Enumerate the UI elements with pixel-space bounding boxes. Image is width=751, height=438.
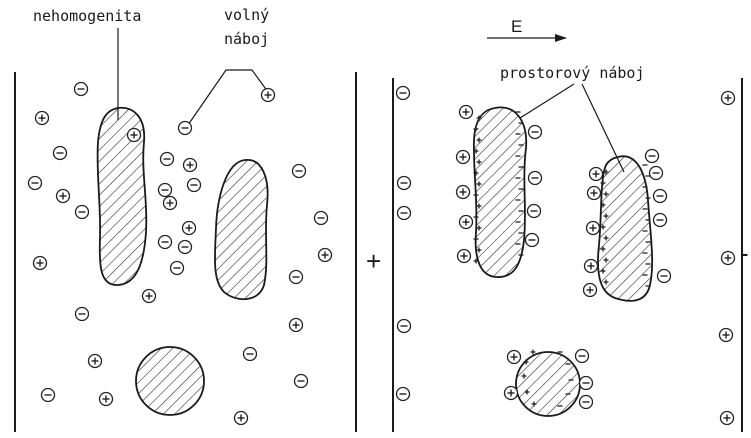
cathode-minus-sign: -	[740, 238, 749, 268]
negative-charge-icon	[76, 308, 89, 321]
positive-charge-icon	[508, 351, 521, 364]
positive-charge-icon	[235, 412, 248, 425]
positive-charge-icon	[720, 329, 733, 342]
free-charge-label-line1: volný	[224, 6, 269, 24]
negative-charge-icon	[528, 205, 541, 218]
inhomogeneity-blob-2	[215, 160, 268, 299]
negative-charge-icon	[576, 350, 589, 363]
negative-charge-icon	[650, 167, 663, 180]
positive-charge-icon	[585, 260, 598, 273]
negative-charge-icon	[29, 177, 42, 190]
positive-charge-icon	[460, 106, 473, 119]
positive-charge-icon	[457, 151, 470, 164]
negative-charge-icon	[398, 320, 411, 333]
negative-charge-icon	[397, 87, 410, 100]
positive-charge-icon	[36, 112, 49, 125]
positive-charge-icon	[184, 159, 197, 172]
negative-charge-icon	[159, 236, 172, 249]
field-label: E	[511, 17, 522, 36]
positive-charge-icon	[57, 190, 70, 203]
negative-charge-icon	[76, 206, 89, 219]
negative-charge-icon	[188, 179, 201, 192]
negative-charge-icon	[42, 389, 55, 402]
negative-charge-icon	[293, 165, 306, 178]
positive-charge-icon	[100, 393, 113, 406]
anode-plus-sign: +	[366, 246, 381, 276]
negative-charge-icon	[179, 122, 192, 135]
positive-charge-icon	[457, 186, 470, 199]
positive-charge-icon	[588, 187, 601, 200]
positive-charge-icon	[458, 250, 471, 263]
negative-charge-icon	[580, 396, 593, 409]
positive-charge-icon	[34, 257, 47, 270]
negative-charge-icon	[526, 234, 539, 247]
positive-charge-icon	[319, 249, 332, 262]
positive-charge-icon	[584, 284, 597, 297]
positive-charge-icon	[143, 290, 156, 303]
negative-charge-icon	[580, 377, 593, 390]
positive-charge-icon	[183, 222, 196, 235]
polarized-blob-1	[474, 107, 526, 277]
polarized-blob-2	[598, 156, 652, 301]
space-charge-leader-2	[582, 84, 624, 172]
inhomogeneity-label: nehomogenita	[33, 7, 141, 25]
negative-charge-icon	[315, 212, 328, 225]
positive-charge-icon	[262, 89, 275, 102]
positive-charge-icon	[290, 319, 303, 332]
negative-charge-icon	[171, 262, 184, 275]
negative-charge-icon	[646, 150, 659, 163]
positive-charge-icon	[128, 129, 141, 142]
negative-charge-icon	[658, 270, 671, 283]
negative-charge-icon	[54, 147, 67, 160]
positive-charge-icon	[722, 92, 735, 105]
negative-charge-icon	[529, 172, 542, 185]
positive-charge-icon	[89, 355, 102, 368]
space-charge-leader-1	[520, 84, 574, 118]
negative-charge-icon	[161, 153, 174, 166]
positive-charge-icon	[460, 216, 473, 229]
free-charge-leader	[188, 70, 268, 125]
negative-charge-icon	[529, 126, 542, 139]
surface-plus-mark	[531, 350, 536, 355]
space-charge-label: prostorový náboj	[500, 64, 645, 82]
negative-charge-icon	[654, 214, 667, 227]
negative-charge-icon	[290, 271, 303, 284]
negative-charge-icon	[397, 388, 410, 401]
positive-charge-icon	[505, 387, 518, 400]
positive-charge-icon	[721, 412, 734, 425]
negative-charge-icon	[159, 184, 172, 197]
negative-charge-icon	[654, 190, 667, 203]
free-charge-label-line2: náboj	[224, 30, 269, 48]
negative-charge-icon	[398, 207, 411, 220]
inhomogeneity-circle	[136, 347, 204, 415]
positive-charge-icon	[164, 197, 177, 210]
positive-charge-icon	[590, 168, 603, 181]
negative-charge-icon	[398, 177, 411, 190]
positive-charge-icon	[722, 252, 735, 265]
negative-charge-icon	[179, 241, 192, 254]
negative-charge-icon	[295, 375, 308, 388]
negative-charge-icon	[244, 348, 257, 361]
positive-charge-icon	[587, 222, 600, 235]
negative-charge-icon	[75, 83, 88, 96]
